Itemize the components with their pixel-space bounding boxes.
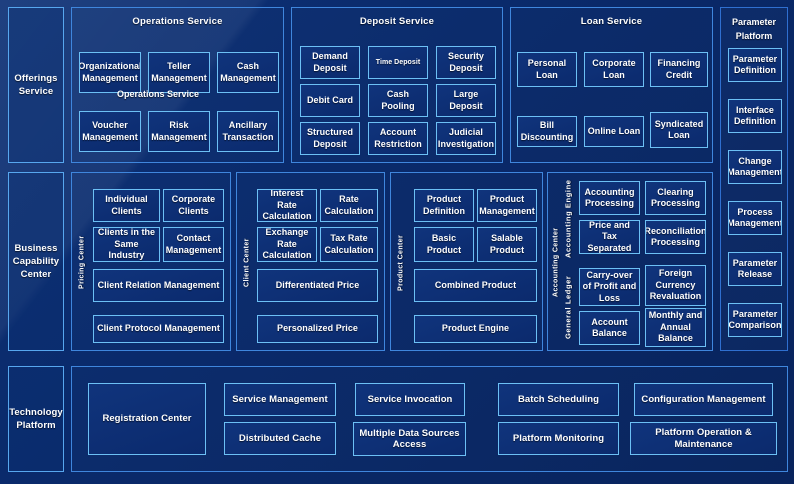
leaf-clients-in-the-same-industry[interactable]: Clients in the Same Industry <box>93 227 160 262</box>
leaf-service-invocation[interactable]: Service Invocation <box>355 383 465 416</box>
group-title-operations-service: Operations Service <box>132 16 223 27</box>
leaf-change-management[interactable]: Change Management <box>728 150 782 184</box>
leaf-tax-rate-calculation[interactable]: Tax Rate Calculation <box>320 227 378 262</box>
leaf-account-balance[interactable]: Account Balance <box>579 311 640 345</box>
leaf-product-engine[interactable]: Product Engine <box>414 315 537 343</box>
leaf-combined-product[interactable]: Combined Product <box>414 269 537 302</box>
leaf-organizational-management[interactable]: Organizational Management <box>79 52 141 93</box>
group-operations-service: Operations Service Organizational Manage… <box>71 7 284 163</box>
vertical-label-pricing-center: Pricing Center <box>78 235 86 290</box>
group-loan-service: Loan Service Personal Loan Corporate Loa… <box>510 7 713 163</box>
leaf-teller-management[interactable]: Teller Management <box>148 52 210 93</box>
leaf-cash-pooling[interactable]: Cash Pooling <box>368 84 428 117</box>
leaf-batch-scheduling[interactable]: Batch Scheduling <box>498 383 619 416</box>
leaf-corporate-loan[interactable]: Corporate Loan <box>584 52 644 87</box>
leaf-registration-center[interactable]: Registration Center <box>88 383 206 455</box>
leaf-foreign-currency-revaluation[interactable]: Foreign Currency Revaluation <box>645 265 706 306</box>
leaf-voucher-management[interactable]: Voucher Management <box>79 111 141 152</box>
side-label-business-capability-center-text: Business Capability Center <box>12 243 60 280</box>
vertical-label-client-center: Client Center <box>243 238 251 287</box>
leaf-financing-credit[interactable]: Financing Credit <box>650 52 708 87</box>
leaf-parameter-release[interactable]: Parameter Release <box>728 252 782 286</box>
leaf-risk-management[interactable]: Risk Management <box>148 111 210 152</box>
leaf-individual-clients[interactable]: Individual Clients <box>93 189 160 222</box>
leaf-product-management[interactable]: Product Management <box>477 189 537 222</box>
group-client-center: Client Center Interest Rate Calculation … <box>236 172 385 351</box>
leaf-bill-discounting[interactable]: Bill Discounting <box>517 116 577 147</box>
right-column-title-line1: Parameter <box>731 17 777 27</box>
leaf-security-deposit[interactable]: Security Deposit <box>436 46 496 79</box>
leaf-interest-rate-calculation[interactable]: Interest Rate Calculation <box>257 189 317 222</box>
leaf-client-protocol-management[interactable]: Client Protocol Management <box>93 315 224 343</box>
leaf-multiple-data-sources-access[interactable]: Multiple Data Sources Access <box>353 422 466 456</box>
group-title-deposit-service: Deposit Service <box>359 16 435 27</box>
leaf-online-loan[interactable]: Online Loan <box>584 116 644 147</box>
group-title-loan-service: Loan Service <box>580 16 643 27</box>
group-product-center: Product Center Product Definition Produc… <box>390 172 543 351</box>
leaf-rate-calculation[interactable]: Rate Calculation <box>320 189 378 222</box>
leaf-judicial-investigation[interactable]: Judicial Investigation <box>436 122 496 155</box>
leaf-differentiated-price[interactable]: Differentiated Price <box>257 269 378 302</box>
leaf-corporate-clients[interactable]: Corporate Clients <box>163 189 224 222</box>
group-deposit-service: Deposit Service Demand Deposit Time Depo… <box>291 7 503 163</box>
leaf-structured-deposit[interactable]: Structured Deposit <box>300 122 360 155</box>
side-label-offerings-service-text: Offerings Service <box>14 73 58 97</box>
leaf-personalized-price[interactable]: Personalized Price <box>257 315 378 343</box>
group-pricing-center: Pricing Center Individual Clients Corpor… <box>71 172 231 351</box>
leaf-process-management[interactable]: Process Management <box>728 201 782 235</box>
leaf-contact-management[interactable]: Contact Management <box>163 227 224 262</box>
leaf-platform-monitoring[interactable]: Platform Monitoring <box>498 422 619 455</box>
leaf-syndicated-loan[interactable]: Syndicated Loan <box>650 112 708 148</box>
group-accounting-center: Accounting Center Accounting Engine Acco… <box>547 172 713 351</box>
side-label-technology-platform: Technology Platform <box>8 366 64 472</box>
side-label-technology-platform-text: Technology Platform <box>9 407 63 431</box>
leaf-product-definition[interactable]: Product Definition <box>414 189 474 222</box>
leaf-service-management[interactable]: Service Management <box>224 383 336 416</box>
leaf-client-relation-management[interactable]: Client Relation Management <box>93 269 224 302</box>
leaf-configuration-management[interactable]: Configuration Management <box>634 383 773 416</box>
leaf-interface-definition[interactable]: Interface Definition <box>728 99 782 133</box>
leaf-distributed-cache[interactable]: Distributed Cache <box>224 422 336 455</box>
leaf-salable-product[interactable]: Salable Product <box>477 227 537 262</box>
leaf-accounting-processing[interactable]: Accounting Processing <box>579 181 640 215</box>
vertical-label-product-center: Product Center <box>397 234 405 291</box>
side-label-business-capability-center: Business Capability Center <box>8 172 64 351</box>
leaf-demand-deposit[interactable]: Demand Deposit <box>300 46 360 79</box>
leaf-monthly-and-annual-balance[interactable]: Monthly and Annual Balance <box>645 308 706 347</box>
leaf-clearing-processing[interactable]: Clearing Processing <box>645 181 706 215</box>
leaf-exchange-rate-calculation[interactable]: Exchange Rate Calculation <box>257 227 317 262</box>
group-technology-platform: Registration Center Service Management D… <box>71 366 788 472</box>
right-column-title-line2: Platform <box>735 31 773 41</box>
leaf-account-restriction[interactable]: Account Restriction <box>368 122 428 155</box>
leaf-platform-operation-and-maintenance[interactable]: Platform Operation & Maintenance <box>630 422 777 455</box>
vertical-label-general-ledger: General Ledger <box>563 275 573 339</box>
leaf-reconciliation-processing[interactable]: Reconciliation Processing <box>645 220 706 254</box>
leaf-debit-card[interactable]: Debit Card <box>300 84 360 117</box>
right-column-parameter-platform: Parameter Platform Parameter Definition … <box>720 7 788 351</box>
leaf-personal-loan[interactable]: Personal Loan <box>517 52 577 87</box>
group-title-operations-service-duplicate: Operations Service <box>117 89 200 99</box>
leaf-carry-over-of-profit-and-loss[interactable]: Carry-over of Profit and Loss <box>579 268 640 306</box>
leaf-parameter-definition[interactable]: Parameter Definition <box>728 48 782 82</box>
vertical-label-accounting-engine: Accounting Engine <box>563 179 573 259</box>
side-label-offerings-service: Offerings Service <box>8 7 64 163</box>
leaf-basic-product[interactable]: Basic Product <box>414 227 474 262</box>
leaf-price-and-tax-separated[interactable]: Price and Tax Separated <box>579 220 640 254</box>
leaf-ancillary-transaction[interactable]: Ancillary Transaction <box>217 111 279 152</box>
leaf-time-deposit[interactable]: Time Deposit <box>368 46 428 79</box>
leaf-parameter-comparison[interactable]: Parameter Comparison <box>728 303 782 337</box>
leaf-large-deposit[interactable]: Large Deposit <box>436 84 496 117</box>
leaf-cash-management[interactable]: Cash Management <box>217 52 279 93</box>
